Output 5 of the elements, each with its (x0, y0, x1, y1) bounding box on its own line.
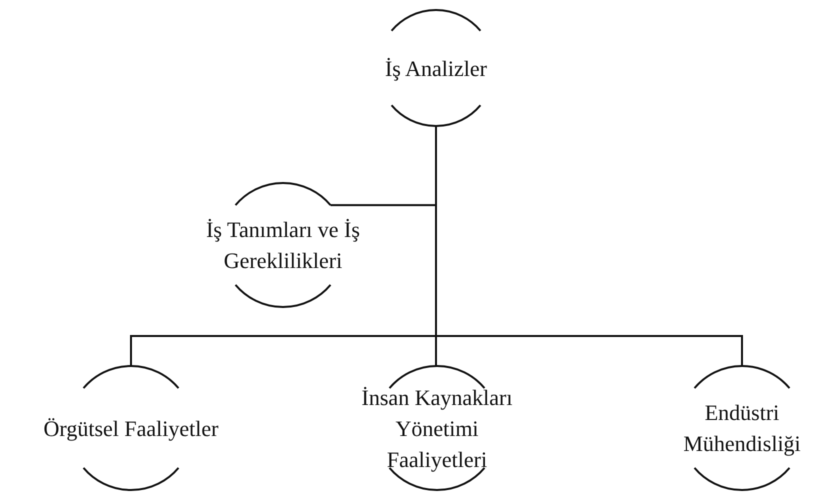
node-label: İş Tanımları ve İş Gereklilikleri (205, 216, 361, 275)
node-label: Endüstri Mühendisliği (682, 399, 802, 458)
node-label: Örgütsel Faaliyetler (44, 414, 218, 443)
node-label: İnsan Kaynakları Yönetimi Faaliyetleri (360, 384, 514, 474)
node-label: İş Analizler (384, 54, 488, 83)
